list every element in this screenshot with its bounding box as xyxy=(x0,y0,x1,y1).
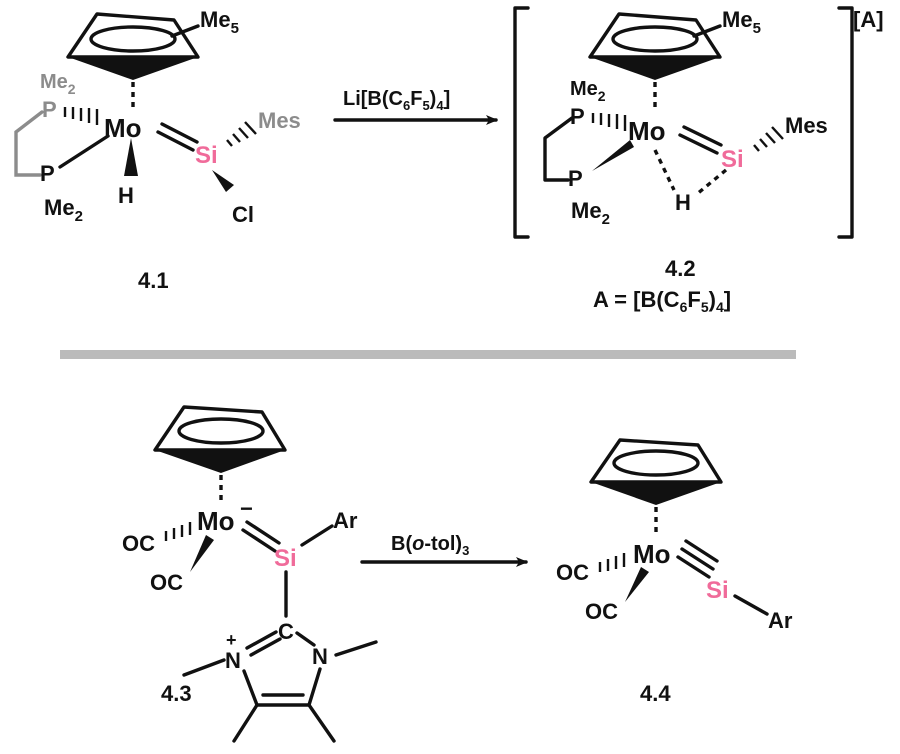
me2-label-top-2: Me2 xyxy=(570,78,606,104)
me2-label-gray: Me2 xyxy=(40,71,76,97)
carbonyl-label-top-4: OC xyxy=(556,560,589,585)
me5-label-2: Me5 xyxy=(722,7,761,37)
negative-charge: − xyxy=(240,496,253,521)
hashed-bond-p-mo xyxy=(63,107,99,125)
anion-definition: A = [B(C6F5)4] xyxy=(593,287,731,315)
compound-label-4-4: 4.4 xyxy=(640,681,671,706)
cp-star-ring xyxy=(66,12,200,80)
silicon-label: Si xyxy=(195,142,218,169)
reagent-label-top: Li[B(C6F5)4] xyxy=(343,88,450,113)
mo-si-double-bond-b-3 xyxy=(245,520,281,545)
hashed-bond-p-mo-2 xyxy=(591,113,627,131)
methyl-bond-c4 xyxy=(232,703,259,743)
n-c5-bond xyxy=(307,667,322,707)
silicon-label-2: Si xyxy=(721,146,744,173)
carbonyl-label-bottom-3: OC xyxy=(150,570,183,595)
hashed-bond-si-mes xyxy=(226,121,257,147)
methyl-bond-c5 xyxy=(307,703,336,743)
reaction-arrow-top: Li[B(C6F5)4] xyxy=(333,88,498,125)
mo-si-double-bond-a-2 xyxy=(678,133,719,155)
me2-label: Me2 xyxy=(44,195,83,225)
hashed-bond-si-mes-2 xyxy=(753,126,784,152)
chloride-label: Cl xyxy=(232,202,254,227)
si-ar-bond-4 xyxy=(733,594,769,616)
n-c-double-bond-a xyxy=(245,630,278,650)
mo-h-agostic-bond xyxy=(653,149,676,191)
compound-4-4: Mo OC OC Si Ar 4.4 xyxy=(556,438,793,706)
n-c4-bond xyxy=(242,669,259,707)
cp-ring-3 xyxy=(153,405,287,473)
compound-label-4-2: 4.2 xyxy=(665,256,696,281)
mo-si-double-bond-a xyxy=(156,130,195,152)
si-h-agostic-bond xyxy=(695,168,728,196)
c-n-bond-right xyxy=(295,631,316,647)
mesityl-label-2: Mes xyxy=(785,113,828,138)
phosphorus-label: P xyxy=(40,161,55,186)
section-divider xyxy=(60,350,796,359)
cp-ring-4 xyxy=(589,438,723,505)
reagent-label-bottom: B(o-tol)3 xyxy=(391,533,469,558)
hashed-bond-co-mo-3 xyxy=(164,522,192,541)
co-mo-wedge-4 xyxy=(625,567,649,602)
compound-4-3: Mo − OC OC Si Ar C N + N 4.3 xyxy=(122,405,378,743)
ethylene-bridge-2 xyxy=(543,116,574,182)
cp-star-ring-2 xyxy=(588,12,722,80)
ethylene-bridge xyxy=(14,110,44,177)
reaction-arrow-bottom: B(o-tol)3 xyxy=(360,533,528,567)
phosphorus-label-bottom-2: P xyxy=(568,166,583,191)
si-ar-bond-3 xyxy=(300,524,334,547)
mesityl-label-gray: Mes xyxy=(258,108,301,133)
compound-4-2: [A] Me5 Me2 P Mo P Me2 Si Mes xyxy=(513,6,884,315)
mo-si-double-bond-b xyxy=(160,122,199,144)
mo-si-double-bond-a-3 xyxy=(241,528,277,553)
carbonyl-label-bottom-4: OC xyxy=(585,599,618,624)
silicon-label-3: Si xyxy=(274,545,297,572)
nitrogen-label-right: N xyxy=(312,644,328,669)
molybdenum-label-4: Mo xyxy=(633,539,671,569)
molybdenum-label-2: Mo xyxy=(628,116,666,146)
mo-si-triple-bond-b xyxy=(680,547,715,571)
compound-4-1: Me5 Me2 P Mo P Me2 H Si Mes Cl 4.1 xyxy=(14,7,301,293)
hashed-bond-co-mo-4 xyxy=(598,553,626,572)
p-mo-wedge-2 xyxy=(592,140,634,171)
positive-charge: + xyxy=(226,630,237,650)
n-c-double-bond-b xyxy=(249,637,282,657)
compound-label-4-3: 4.3 xyxy=(161,681,192,706)
nitrogen-label-left: N xyxy=(225,648,241,673)
bracket-right xyxy=(837,6,854,239)
hydride-label-2: H xyxy=(675,190,691,215)
me2-label-bottom-2: Me2 xyxy=(571,198,610,228)
phosphorus-label-gray: P xyxy=(42,97,57,122)
p-mo-bond xyxy=(58,134,110,169)
molybdenum-label: Mo xyxy=(104,113,142,143)
mo-si-triple-bond-c xyxy=(684,539,719,563)
methyl-bond-n-right xyxy=(334,640,378,657)
carbonyl-label-top-3: OC xyxy=(122,531,155,556)
carbene-carbon-label: C xyxy=(278,619,294,644)
aryl-label-3: Ar xyxy=(333,508,358,533)
methyl-bond-n-left xyxy=(182,658,226,677)
aryl-label-4: Ar xyxy=(768,608,793,633)
mo-si-triple-bond-a xyxy=(676,555,711,579)
co-mo-wedge-3 xyxy=(190,535,214,572)
mo-h-wedge xyxy=(124,138,138,176)
si-cl-wedge xyxy=(212,170,234,192)
counterion-tag: [A] xyxy=(853,7,884,32)
compound-label-4-1: 4.1 xyxy=(138,268,169,293)
silicon-label-4: Si xyxy=(706,577,729,604)
molybdenum-label-3: Mo xyxy=(197,506,235,536)
me5-label: Me5 xyxy=(200,7,239,37)
bracket-left xyxy=(513,6,530,239)
hydride-label: H xyxy=(118,183,134,208)
phosphorus-label-top-2: P xyxy=(570,104,585,129)
mo-si-double-bond-b-2 xyxy=(682,125,723,147)
